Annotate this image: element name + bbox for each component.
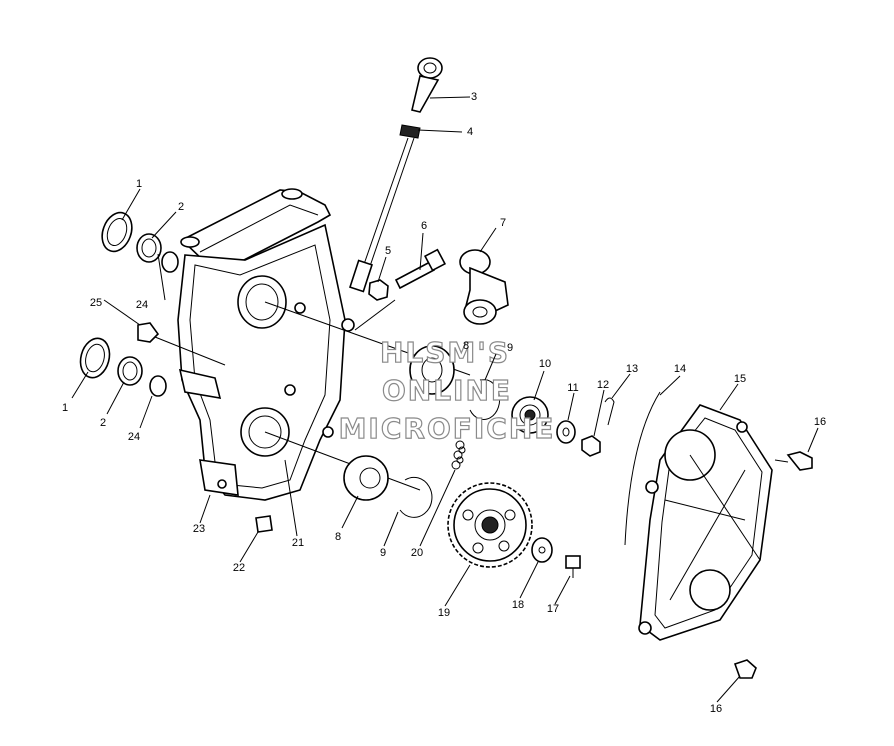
watermark-line-1: HLSM'S — [380, 336, 510, 369]
callout-6: 6 — [421, 220, 427, 232]
watermark-line-2: ONLINE — [382, 374, 512, 407]
bearing-8-lower — [343, 455, 389, 501]
dipstick — [349, 57, 443, 293]
plug-25 — [137, 322, 160, 343]
callout-1-upper: 1 — [136, 178, 142, 190]
callout-18: 18 — [512, 599, 524, 611]
seal-1-upper — [101, 211, 133, 253]
washer-11 — [556, 420, 576, 444]
o-ring-24-upper — [161, 251, 179, 273]
bearing-2-lower — [117, 356, 143, 386]
callout-15: 15 — [734, 373, 746, 385]
callout-8-upper: 8 — [463, 340, 469, 352]
callout-19: 19 — [438, 607, 450, 619]
callout-23: 23 — [193, 523, 205, 535]
callout-13: 13 — [626, 363, 638, 375]
callout-1-lower: 1 — [62, 402, 68, 414]
callout-2-upper: 2 — [178, 201, 184, 213]
watermark-line-3: MICROFICHE — [339, 412, 556, 445]
callout-21: 21 — [292, 537, 304, 549]
tensioner-arm-7 — [459, 249, 509, 325]
chaincase-cover-15 — [638, 404, 773, 641]
callout-9-lower: 9 — [380, 547, 386, 559]
sprocket-10 — [511, 396, 549, 434]
callout-10: 10 — [539, 358, 551, 370]
nut-5 — [368, 279, 389, 301]
callout-5: 5 — [385, 245, 391, 257]
callout-16-upper: 16 — [814, 416, 826, 428]
callout-3: 3 — [471, 91, 477, 103]
snap-ring-9-upper — [469, 379, 501, 420]
bearing-2-upper — [136, 233, 162, 263]
callout-7: 7 — [500, 217, 506, 229]
watermark: HLSM'S ONLINE MICROFICHE — [338, 335, 556, 445]
chain-20 — [451, 440, 466, 470]
callout-12: 12 — [597, 379, 609, 391]
bolt-17 — [565, 555, 581, 578]
drain-plug-22 — [255, 515, 273, 533]
bearing-8-upper — [409, 345, 455, 395]
callout-4: 4 — [467, 126, 473, 138]
o-ring-24-lower — [149, 375, 167, 397]
seal-1-lower — [79, 337, 111, 379]
callout-9-upper: 9 — [507, 342, 513, 354]
chaincase-housing — [177, 188, 355, 501]
chain-14 — [624, 391, 661, 546]
bolt-16-lower — [733, 659, 757, 679]
callout-25: 25 — [90, 297, 102, 309]
callout-22: 22 — [233, 562, 245, 574]
washer-18 — [531, 537, 553, 563]
callout-24-lower: 24 — [128, 431, 140, 443]
cotter-pin-13 — [604, 397, 615, 426]
callout-16-lower: 16 — [710, 703, 722, 715]
callout-17: 17 — [547, 603, 559, 615]
callout-numbers: 1 2 3 4 5 6 7 8 9 10 11 12 13 14 15 16 2… — [62, 91, 826, 715]
leader-lines — [71, 96, 819, 703]
callout-2-lower: 2 — [100, 417, 106, 429]
bolt-6 — [394, 248, 447, 290]
callout-24-upper: 24 — [136, 299, 148, 311]
gear-19 — [447, 482, 533, 568]
nut-12 — [581, 435, 601, 457]
snap-ring-9-lower — [399, 476, 433, 518]
callout-11: 11 — [567, 382, 578, 394]
callout-14: 14 — [674, 363, 686, 375]
callout-20: 20 — [411, 547, 423, 559]
bolt-16-upper — [774, 451, 813, 471]
callout-8-lower: 8 — [335, 531, 341, 543]
